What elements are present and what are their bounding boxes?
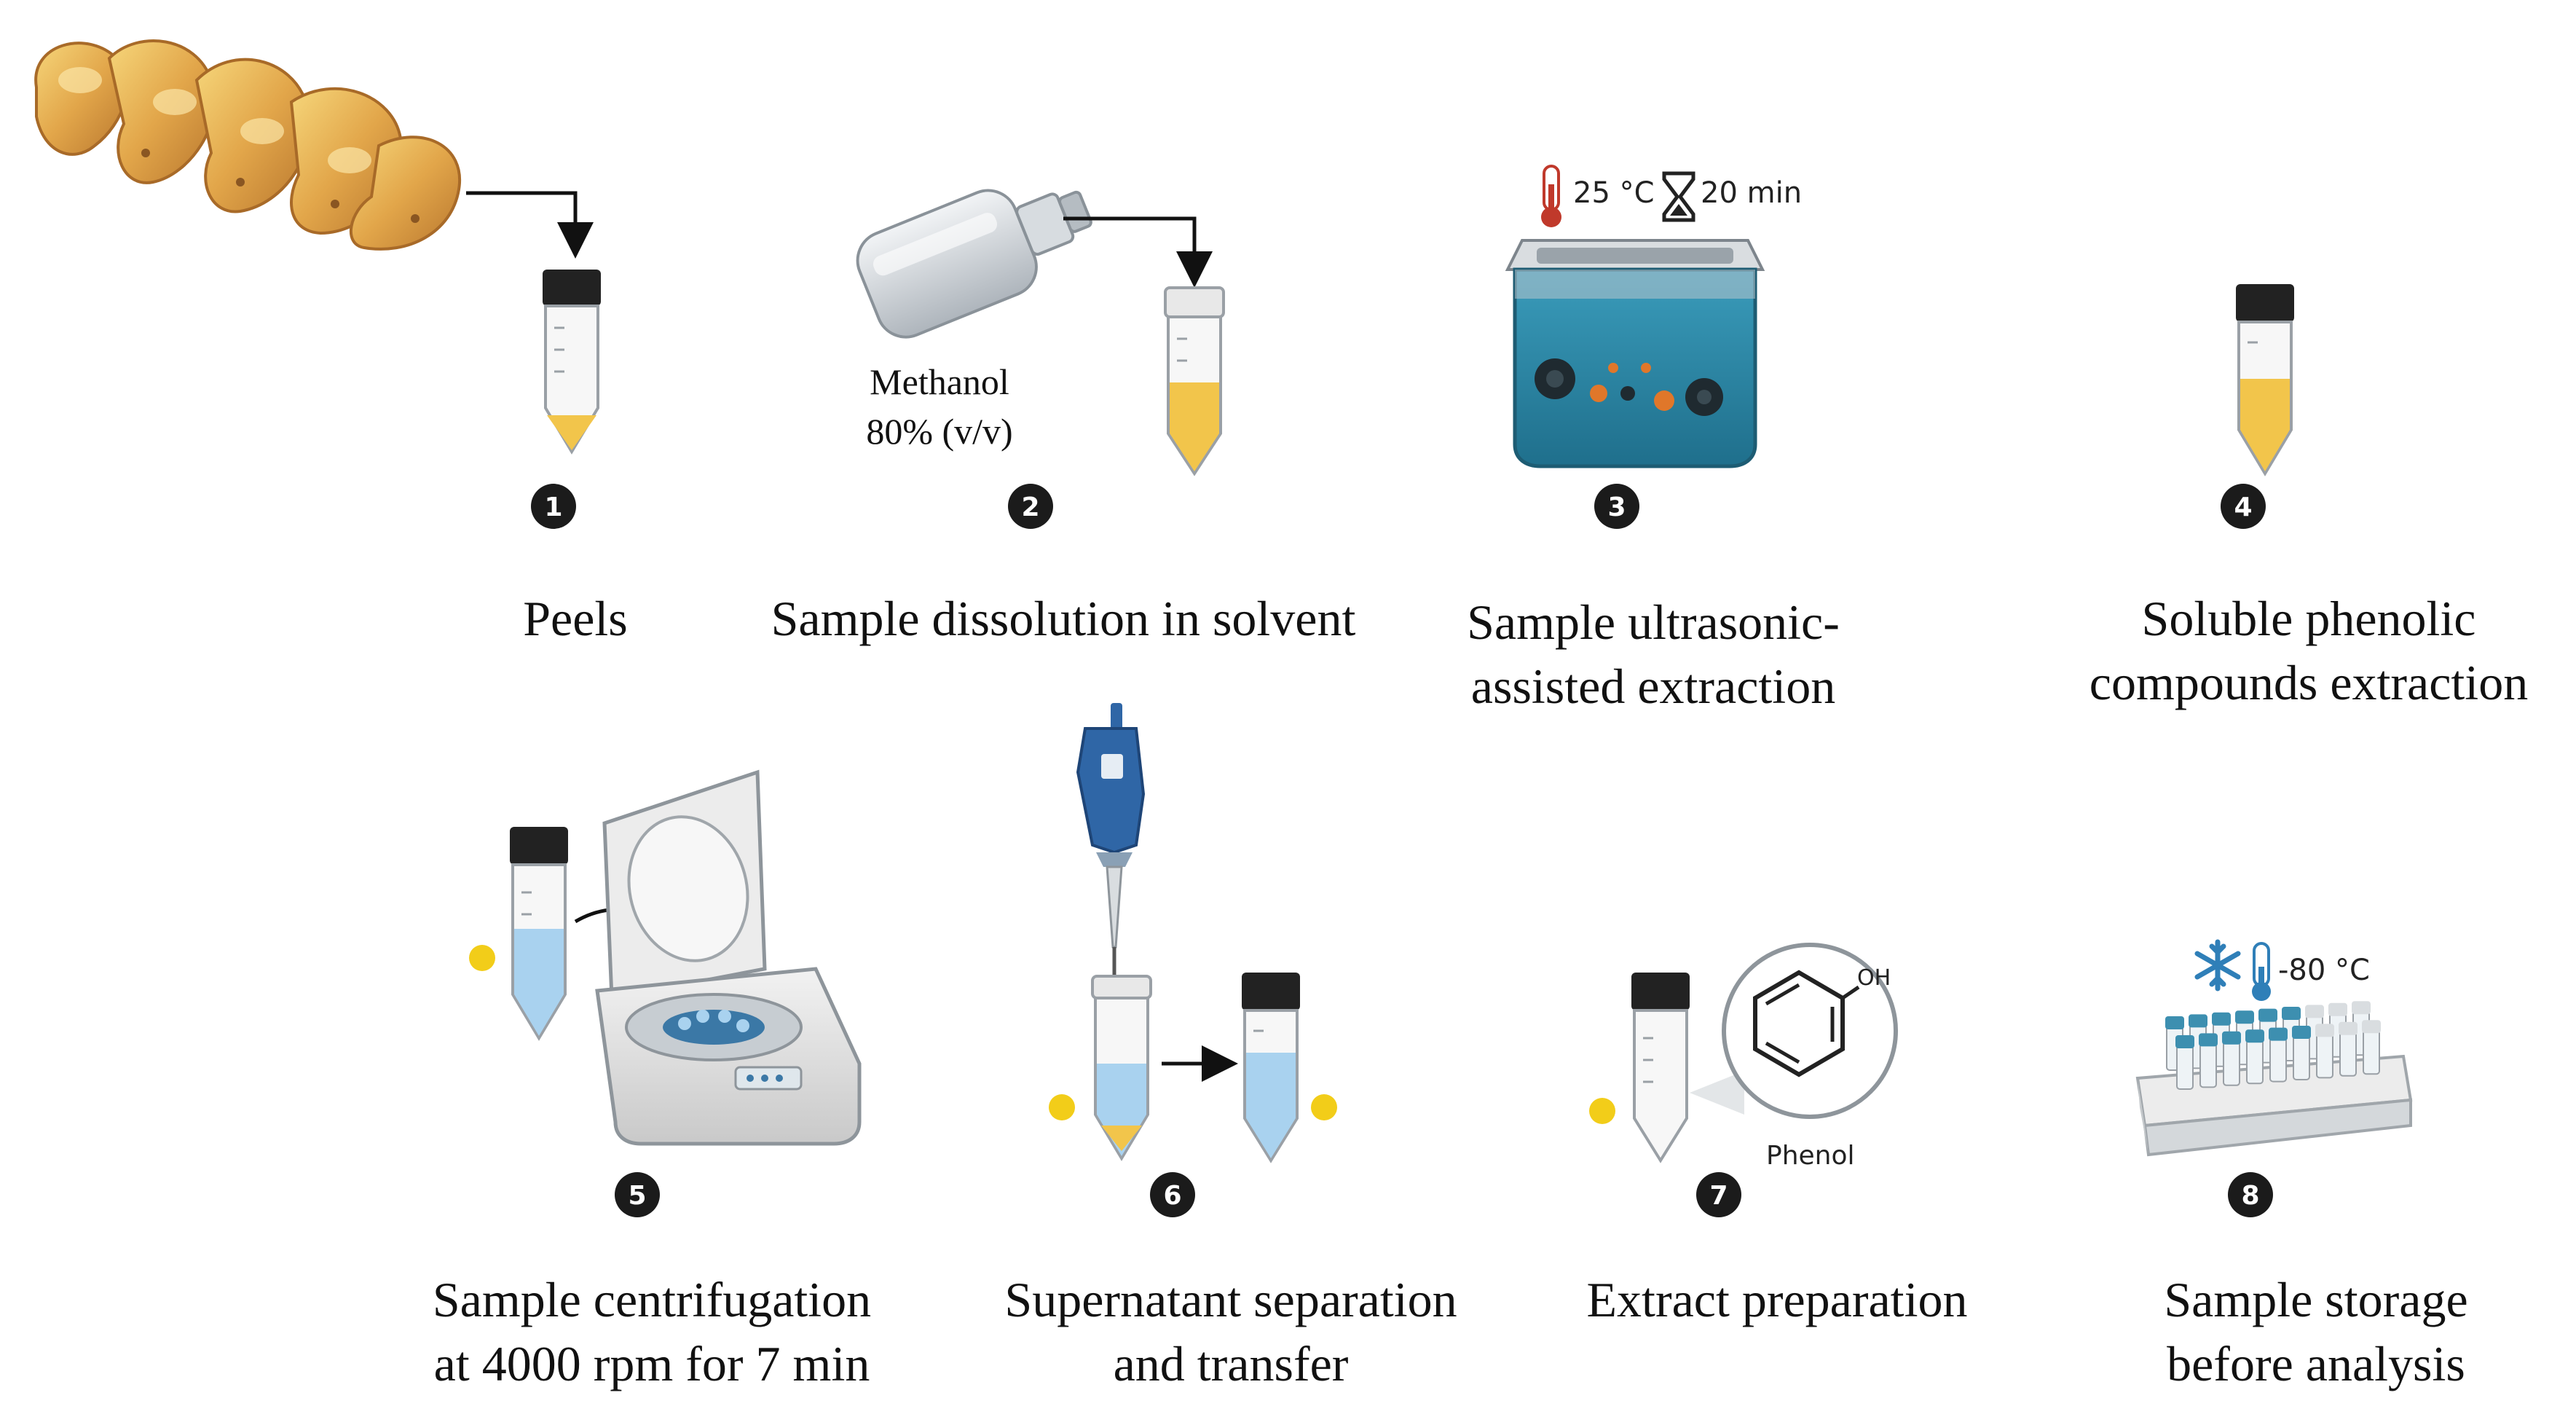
step-caption-line: Supernatant separation [1004, 1272, 1457, 1327]
step-badge-6 [1150, 1172, 1195, 1217]
tube-4-icon [2236, 284, 2294, 476]
rack-tube [2362, 1020, 2381, 1075]
step-badge-5 [615, 1172, 660, 1217]
thermometer-icon [1541, 165, 1561, 227]
solvent-name: Methanol [870, 361, 1009, 402]
storage-temperature-label: -80 °C [2278, 954, 2370, 987]
tube-6b-icon [1242, 973, 1300, 1163]
step-caption-line: assisted extraction [1470, 659, 1836, 714]
tube-6a-icon [1091, 975, 1152, 1161]
phenol-hydroxyl-label: OH [1857, 965, 1891, 991]
step-badge-1 [531, 484, 576, 529]
tube-1-icon [543, 270, 601, 455]
marker-dot-6b [1311, 1094, 1337, 1120]
step-badge-number-5: 5 [628, 1181, 646, 1211]
step-caption-line: Sample dissolution in solvent [771, 591, 1356, 646]
step-badge-2 [1008, 484, 1053, 529]
step-caption-line: Sample centrifugation [432, 1272, 872, 1327]
marker-dot-5 [469, 945, 495, 971]
step-caption-line: Sample storage [2164, 1272, 2468, 1327]
peel-to-tube-arrow [466, 191, 594, 259]
step-caption-line: Extract preparation [1586, 1272, 1968, 1327]
solvent-bottle-icon [856, 189, 1092, 339]
rack-tube [2292, 1026, 2311, 1080]
bath-temperature-label: 25 °C [1573, 176, 1655, 210]
step-badge-7 [1696, 1172, 1741, 1217]
step-badge-number-7: 7 [1709, 1181, 1728, 1211]
cold-thermometer-icon [2252, 942, 2271, 1001]
step-caption-1: Peels [430, 586, 721, 651]
tube-7-icon [1631, 973, 1690, 1163]
step-caption-5: Sample centrifugation at 4000 rpm for 7 m… [415, 1268, 889, 1396]
step-caption-line: before analysis [2167, 1336, 2465, 1391]
snowflake-icon [2194, 939, 2241, 991]
centrifuge-icon [595, 769, 862, 1146]
step-badge-8 [2228, 1172, 2273, 1217]
step-badge-4 [2221, 484, 2266, 529]
step-caption-2: Sample dissolution in solvent [743, 586, 1384, 651]
bath-time-label: 20 min [1701, 176, 1802, 210]
step-caption-3: Sample ultrasonic-assisted extraction [1427, 590, 1879, 718]
rack-tube [2339, 1021, 2358, 1077]
step-badge-number-8: 8 [2241, 1181, 2259, 1211]
tube-5-icon [510, 827, 568, 1041]
step-caption-line: Peels [523, 591, 628, 646]
bottle-to-tube-arrow [1063, 216, 1213, 288]
step-caption-line: and transfer [1113, 1336, 1349, 1391]
solvent-concentration: 80% (v/v) [866, 411, 1013, 452]
step-badge-number-2: 2 [1021, 492, 1039, 522]
step-caption-8: Sample storage before analysis [2098, 1268, 2534, 1396]
step-caption-4: Soluble phenolic compounds extraction [2054, 586, 2564, 715]
step-caption-line: Sample ultrasonic- [1467, 594, 1840, 650]
step-badge-number-1: 1 [544, 492, 562, 522]
marker-dot-6a [1049, 1094, 1075, 1120]
rack-tube [2269, 1027, 2288, 1083]
phenol-structure-icon: OH [1690, 943, 1898, 1119]
phenol-name-label: Phenol [1766, 1141, 1855, 1171]
step-number-badges: 1 2 3 4 5 6 7 8 [531, 484, 2273, 1217]
rack-tube-group [2165, 1001, 2381, 1090]
step-caption-line: at 4000 rpm for 7 min [433, 1336, 870, 1391]
methanol-label: Methanol 80% (v/v) [841, 357, 1038, 456]
potato-peel-icon [34, 39, 462, 251]
ultrasonic-bath-icon [1505, 239, 1765, 468]
step-caption-line: compounds extraction [2089, 655, 2529, 710]
step-caption-line: Soluble phenolic [2141, 591, 2476, 646]
rack-tube [2222, 1031, 2241, 1086]
step-badge-number-4: 4 [2234, 492, 2252, 522]
step-caption-6: Supernatant separation and transfer [980, 1268, 1482, 1396]
step-caption-7: Extract preparation [1551, 1268, 2003, 1332]
pipette-icon [1076, 703, 1146, 980]
step-badge-number-6: 6 [1163, 1181, 1181, 1211]
tube-2-icon [1164, 286, 1225, 476]
rack-tube [2199, 1033, 2218, 1088]
step-badge-number-3: 3 [1607, 492, 1626, 522]
step-badge-3 [1594, 484, 1639, 529]
rack-tube [2175, 1035, 2194, 1090]
rack-tube [2245, 1029, 2264, 1085]
marker-dot-7 [1589, 1098, 1615, 1124]
hourglass-icon [1662, 171, 1695, 222]
rack-tube [2315, 1024, 2334, 1079]
